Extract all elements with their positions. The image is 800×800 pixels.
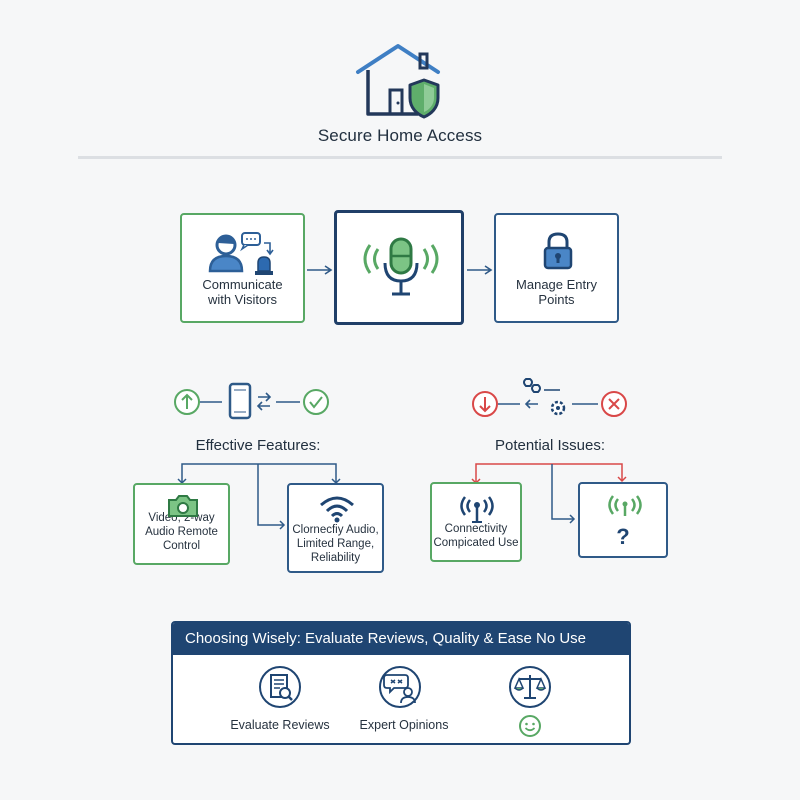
manage-label: Manage Entry Points xyxy=(516,277,597,307)
gear-icon xyxy=(550,400,566,416)
video-audio-label: Video, 2-way Audio Remote Control xyxy=(145,512,218,552)
checkmark-circle-icon xyxy=(304,390,328,414)
audio-range-label: Clornecfiy Audio, Limited Range, Reliabi… xyxy=(292,524,379,564)
x-circle-icon xyxy=(602,392,626,416)
banner-heading: Choosing Wisely: Evaluate Reviews, Quali… xyxy=(173,623,629,655)
features-icon-row xyxy=(170,380,340,424)
communicate-box: Communicate with Visitors xyxy=(180,213,305,323)
arrow-right-2 xyxy=(465,262,495,280)
evaluate-reviews-label: Evaluate Reviews xyxy=(230,718,330,732)
green-signal-icon xyxy=(608,495,642,516)
features-heading: Effective Features: xyxy=(195,437,321,454)
divider xyxy=(78,156,722,159)
audio-range-box: Clornecfiy Audio, Limited Range, Reliabi… xyxy=(287,483,384,573)
smartphone-icon xyxy=(230,384,250,418)
features-connectors xyxy=(170,455,350,545)
scales-icon xyxy=(508,665,552,709)
microphone-icon xyxy=(363,237,439,296)
arrow-up-circle-icon xyxy=(175,390,199,414)
padlock-icon xyxy=(543,232,573,270)
issues-connectors xyxy=(468,455,648,545)
home-shield-icon xyxy=(352,40,452,120)
issues-heading: Potential Issues: xyxy=(494,437,606,454)
broken-link-icon xyxy=(522,378,548,396)
question-box: ? xyxy=(578,482,668,558)
visitor-chat-icon xyxy=(208,232,274,275)
expert-chat-icon xyxy=(378,665,422,709)
smiley-icon xyxy=(518,714,542,738)
connectivity-label: Connectivity Compicated Use xyxy=(433,523,519,549)
signal-tower-icon xyxy=(460,496,494,523)
manage-box: Manage Entry Points xyxy=(494,213,619,323)
wifi-icon xyxy=(320,496,354,523)
microphone-box xyxy=(334,210,464,325)
document-search-icon xyxy=(258,665,302,709)
issues-icon-row xyxy=(468,378,638,424)
arrow-down-circle-icon xyxy=(473,392,497,416)
camera-icon xyxy=(168,495,198,517)
connectivity-box: Connectivity Compicated Use xyxy=(430,482,522,562)
page-title: Secure Home Access xyxy=(317,126,483,145)
question-mark: ? xyxy=(616,524,630,549)
arrow-right-1 xyxy=(305,262,335,280)
communicate-label: Communicate with Visitors xyxy=(202,277,283,307)
video-audio-box: Video, 2-way Audio Remote Control xyxy=(133,483,230,565)
expert-opinions-label: Expert Opinions xyxy=(359,718,449,732)
